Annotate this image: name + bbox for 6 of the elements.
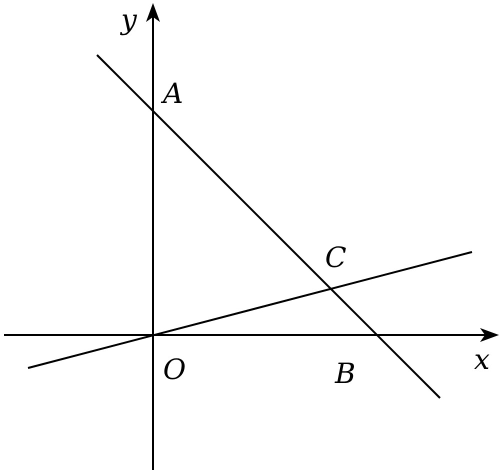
axis-label: y — [121, 6, 137, 34]
point-label: B — [335, 360, 356, 388]
axis-label: x — [474, 346, 490, 374]
point-label: O — [163, 356, 186, 384]
point-label: C — [325, 244, 346, 272]
point-label: A — [163, 80, 184, 108]
